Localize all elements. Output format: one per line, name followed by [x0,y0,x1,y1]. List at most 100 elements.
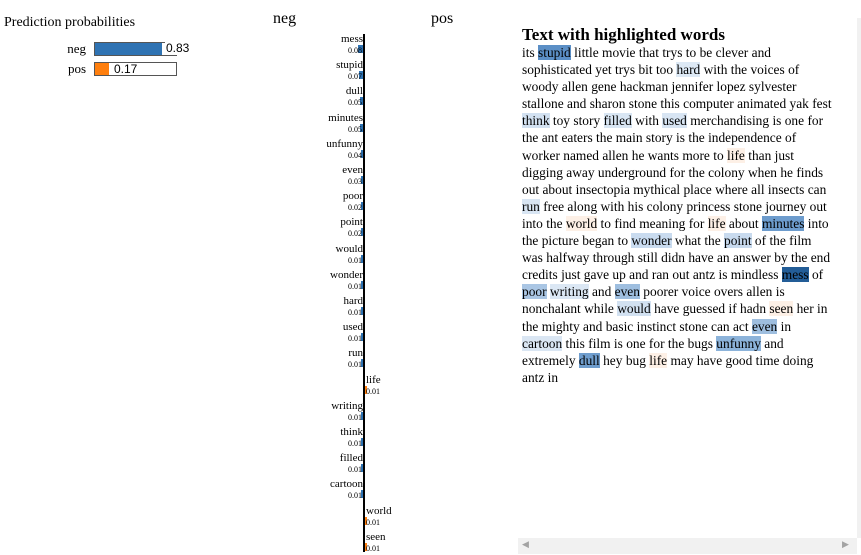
word: independence [708,130,782,146]
arrow-left-icon[interactable]: ◀ [522,540,529,550]
highlighted-text-panel: Text with highlighted words its stupid l… [518,26,856,538]
word: place [683,181,712,197]
feature-word-would: would [335,242,364,255]
word: ran [651,267,669,283]
word: its [522,45,535,60]
word: mindless [730,267,779,283]
feature-weight-world: 0.01 [366,517,380,527]
word: mythical [633,181,681,197]
highlighted-word-seen: seen [769,301,794,317]
feature-bar-seen [365,542,367,551]
word: lopez [716,79,746,95]
word: can [711,318,730,334]
word: have [654,301,680,317]
feature-word-world: world [366,504,392,517]
feature-weight-dull: 0.05 [348,98,362,108]
pos-class-header: pos [431,10,454,27]
word: meaning [639,215,686,231]
word: woody [522,79,559,95]
highlighted-word-even: even [751,318,778,334]
word: journey [765,198,807,214]
highlighted-word-unfunny: unfunny [716,335,761,351]
word: is [676,130,685,146]
word: stone [733,198,762,214]
text-line: its stupid little movie that trys to be … [522,44,856,61]
word: the [522,318,539,334]
text-line: poor writing and even poorer voice overs… [522,283,856,300]
word: insects [767,181,805,197]
feature-bar-mess [358,45,363,53]
word: just [774,147,794,163]
word: by [774,250,788,266]
word: away [566,164,595,180]
word: instinct [636,318,677,334]
text-line: extremely dull hey bug life may have goo… [522,352,856,369]
probability-bar-neg [94,42,177,56]
horizontal-scrollbar[interactable] [518,538,857,554]
word: find [614,215,636,231]
word: was [522,250,543,266]
word: out [809,198,827,214]
highlighted-word-writing: writing [549,284,589,300]
word: credits [522,267,558,283]
text-line: antz in [522,369,856,386]
word: to [713,147,724,163]
feature-bar-point [361,228,363,237]
word: and [591,284,612,300]
word: voice [681,284,711,300]
word: allen [602,147,629,163]
highlighted-text-title: Text with highlighted words [522,25,725,44]
word: in [547,369,559,385]
feature-bar-cartoon [361,490,363,499]
word: and [583,318,603,334]
word: along [567,198,598,214]
feature-word-even: even [342,164,363,176]
word: of [754,233,767,249]
feature-bar-think [361,438,363,446]
highlighted-word-life: life [649,352,668,368]
highlighted-word-filled: filled [603,113,632,129]
word: his [627,198,644,214]
word: about [728,215,759,231]
word: he [631,147,645,163]
word: voices [750,62,785,78]
feature-weight-run: 0.01 [348,360,362,370]
feature-word-mess: mess [341,33,363,45]
word: gene [591,79,617,95]
word: have [696,352,723,368]
highlighted-text-body: its stupid little movie that trys to be … [522,44,856,386]
word: for [669,164,686,180]
arrow-right-icon[interactable]: ▶ [842,540,849,550]
text-line: out about insectopia mythical place wher… [522,181,856,198]
text-line: the picture began to wonder what the poi… [522,232,856,249]
word: story [573,113,601,129]
word: that [638,45,659,60]
feature-weight-life: 0.01 [366,386,380,396]
highlighted-word-hard: hard [676,62,701,78]
word: hadn [740,301,767,317]
feature-weight-hard: 0.01 [348,308,362,317]
word: the [791,250,808,266]
feature-bar-poor [361,202,363,211]
word: little [574,45,599,60]
word: and [629,267,649,283]
feature-word-unfunny: unfunny [326,137,363,150]
vertical-scrollbar[interactable] [857,18,861,538]
feature-bar-even [361,176,363,184]
word: bugs [687,335,713,351]
feature-word-filled: filled [339,452,363,465]
word: antz [692,267,716,283]
word: sophisticated [522,62,592,78]
highlighted-word-point: point [724,233,752,249]
feature-bar-would [361,254,363,263]
word: wants [647,147,679,163]
feature-weight-seen: 0.01 [366,543,380,553]
word: this [660,96,680,112]
feature-weight-filled: 0.01 [348,465,362,475]
word: nonchalant [522,301,581,317]
neg-class-header: neg [273,10,297,27]
word: in [817,301,828,317]
word: is [718,267,728,283]
word: insectopia [575,181,630,197]
word: is [775,284,785,300]
